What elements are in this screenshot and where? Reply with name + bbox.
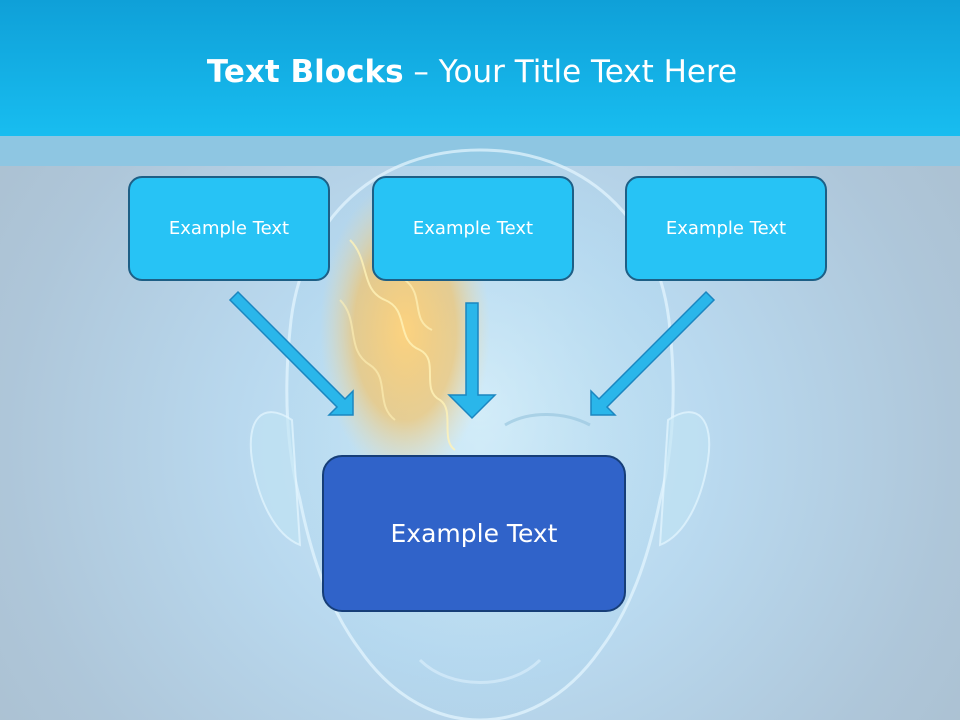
title-regular: Your Title Text Here	[438, 54, 738, 90]
text-block-main: Example Text	[322, 455, 626, 612]
title-separator: –	[403, 54, 439, 90]
title-bar	[0, 0, 960, 136]
arrow-center	[447, 302, 497, 420]
text-block-center: Example Text	[372, 176, 574, 281]
slide-title: Text Blocks – Your Title Text Here	[0, 54, 944, 90]
arrow-right	[590, 290, 716, 416]
arrow-left	[228, 290, 354, 416]
text-block-left: Example Text	[128, 176, 330, 281]
text-block-right: Example Text	[625, 176, 827, 281]
title-bold: Text Blocks	[206, 54, 404, 90]
